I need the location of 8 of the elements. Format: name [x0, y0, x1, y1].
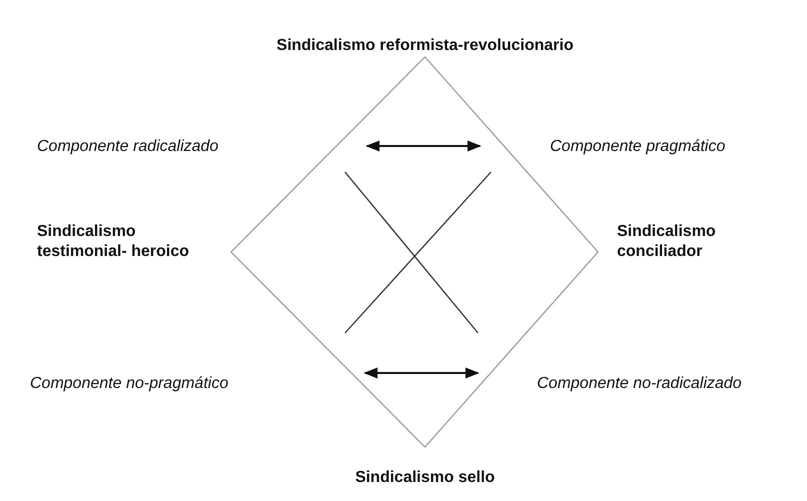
component-label: Componente no-pragmático — [30, 375, 228, 392]
component-label: Componente no-radicalizado — [537, 375, 742, 392]
component-label: Componente radicalizado — [37, 138, 218, 155]
corner-title: Sindicalismo conciliador — [617, 223, 716, 260]
corner-title: Sindicalismo testimonial- heroico — [37, 223, 190, 260]
corner-title: Sindicalismo sello — [355, 469, 495, 486]
component-label: Componente pragmático — [550, 138, 726, 155]
corner-title: Sindicalismo reformista-revolucionario — [276, 37, 574, 54]
